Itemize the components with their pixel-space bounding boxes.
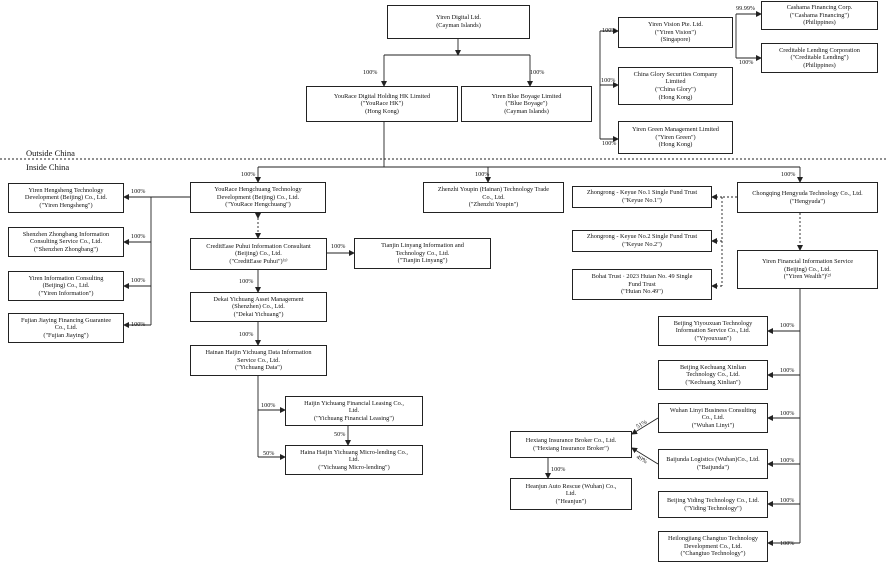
pct-micro-from-data: 50%: [263, 450, 275, 457]
box-keyue2: Zhongrong - Keyue No.2 Single Fund Trust…: [572, 230, 712, 252]
box-keyue1: Zhongrong - Keyue No.1 Single Fund Trust…: [572, 186, 712, 208]
pct-linyi: 100%: [780, 410, 795, 417]
pct-data: 100%: [239, 331, 254, 338]
region-outside-china: Outside China: [26, 148, 75, 158]
pct-yourace-hk: 100%: [363, 69, 378, 76]
box-cashama: Cashama Financing Corp.("Cashama Financi…: [761, 1, 878, 30]
pct-yiding: 100%: [780, 497, 795, 504]
pct-green: 100%: [602, 140, 617, 147]
pct-changtuo: 100%: [780, 540, 795, 547]
pct-heanjun: 100%: [551, 466, 566, 473]
box-heanjun: Heanjun Auto Rescue (Wuhan) Co.,Ltd.("He…: [510, 478, 632, 510]
box-creditease-puhui: CreditEase Puhui Information Consultant(…: [190, 238, 327, 270]
pct-linyang: 100%: [331, 243, 346, 250]
box-blue-boyage: Yiren Blue Boyage Limited("Blue Boyage")…: [461, 86, 592, 122]
box-yiren-information: Yiren Information Consulting(Beijing) Co…: [8, 271, 124, 301]
pct-zhongbang: 100%: [131, 233, 146, 240]
pct-vision: 100%: [602, 27, 617, 34]
box-hexiang: Hexiang Insurance Broker Co., Ltd.("Hexi…: [510, 431, 632, 458]
pct-dekai: 100%: [239, 278, 254, 285]
region-inside-china: Inside China: [26, 162, 70, 172]
pct-zhenzhi: 100%: [475, 171, 490, 178]
pct-hengsheng: 100%: [131, 188, 146, 195]
pct-leasing: 100%: [261, 402, 276, 409]
pct-kechuang: 100%: [780, 367, 795, 374]
box-yiding: Beijing Yiding Technology Co., Ltd.("Yid…: [658, 491, 768, 518]
box-baijunda: Baijunda Logistics (Wuhan)Co., Ltd.("Bai…: [658, 449, 768, 479]
pct-information: 100%: [131, 277, 146, 284]
box-micro-lending: Haina Haijin Yichuang Micro-lending Co.,…: [285, 445, 423, 475]
box-yiren-digital: Yiren Digital Ltd.(Cayman Islands): [387, 5, 530, 39]
pct-glory: 100%: [601, 77, 616, 84]
box-zhenzhi: Zhenzhi Youpin (Hainan) Technology Trade…: [423, 182, 564, 213]
box-dekai: Dekai Yichuang Asset Management(Shenzhen…: [190, 292, 327, 322]
pct-baijunda: 100%: [780, 457, 795, 464]
box-yiren-green: Yiren Green Management Limited("Yiren Gr…: [618, 121, 733, 154]
box-financial-leasing: Haijin Yichuang Financial Leasing Co.,Lt…: [285, 396, 423, 426]
pct-blue-boyage: 100%: [530, 69, 545, 76]
pct-micro-from-leasing: 50%: [334, 431, 346, 438]
pct-creditable: 100%: [739, 59, 754, 66]
pct-hengyuda: 100%: [781, 171, 796, 178]
pct-hengchuang: 100%: [241, 171, 256, 178]
pct-jiaying: 100%: [131, 321, 146, 328]
box-yiren-vision: Yiren Vision Pte. Ltd.("Yiren Vision")(S…: [618, 17, 733, 48]
pct-cashama: 99.99%: [736, 5, 756, 12]
box-yiren-wealth: Yiren Financial Information Service(Beij…: [737, 250, 878, 289]
box-yourace-hk: YouRace Digital Holding HK Limited("YouR…: [306, 86, 458, 122]
box-creditable: Creditable Lending Corporation("Creditab…: [761, 43, 878, 73]
box-hengyuda: Chongqing Hengyuda Technology Co., Ltd.(…: [737, 182, 878, 213]
pct-yiyouxuan: 100%: [780, 322, 795, 329]
